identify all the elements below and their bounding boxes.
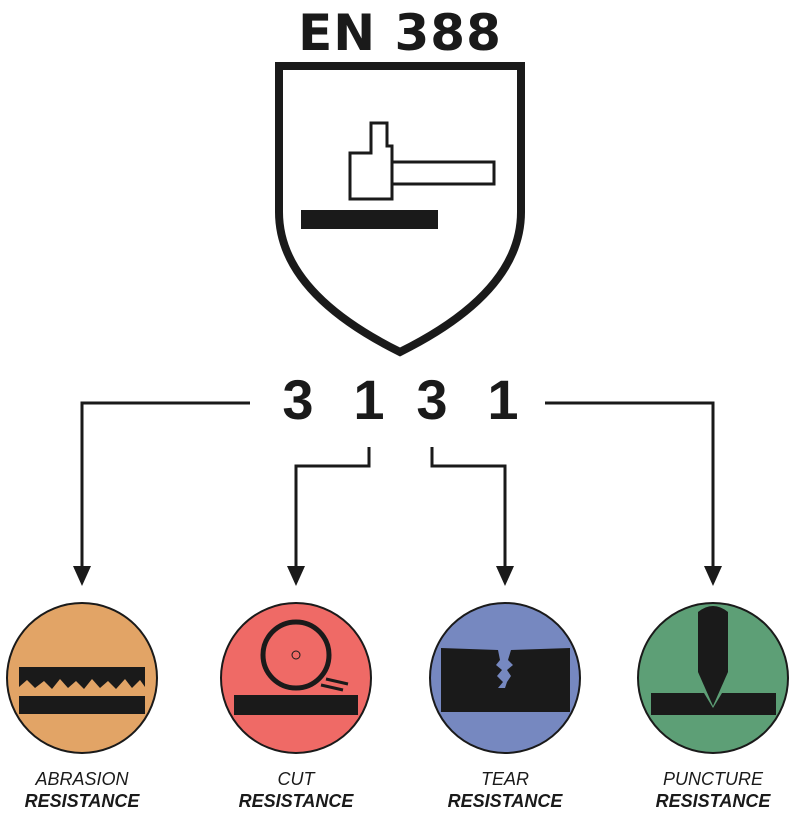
tear-icon (429, 602, 581, 754)
label-puncture-line1: PUNCTURE (662, 769, 763, 789)
label-cut-line2: RESISTANCE (238, 791, 354, 811)
rating-cut: 1 (353, 368, 385, 431)
arrow-cut-head (287, 566, 305, 586)
arrow-abrasion-head (73, 566, 91, 586)
label-abrasion-line2: RESISTANCE (24, 791, 140, 811)
abrasion-icon (6, 602, 158, 754)
label-tear: TEAR RESISTANCE (405, 768, 605, 812)
rating-puncture: 1 (487, 368, 519, 431)
rating-tear: 3 (416, 368, 448, 431)
anvil-bar (301, 210, 438, 229)
label-tear-line2: RESISTANCE (447, 791, 563, 811)
label-abrasion-line1: ABRASION (35, 769, 129, 789)
cut-circle (220, 602, 372, 754)
puncture-icon (637, 602, 789, 754)
arrow-puncture-head (704, 566, 722, 586)
arrow-tear-head (496, 566, 514, 586)
arrow-heads (73, 566, 722, 586)
standard-title: EN 388 (298, 4, 502, 62)
label-abrasion: ABRASION RESISTANCE (0, 768, 182, 812)
label-puncture-line2: RESISTANCE (655, 791, 771, 811)
cut-icon (220, 602, 372, 754)
hammer-icon (348, 121, 496, 201)
label-cut-line1: CUT (277, 769, 315, 789)
arrow-connectors (80, 401, 715, 568)
label-cut: CUT RESISTANCE (196, 768, 396, 812)
tear-circle (429, 602, 581, 754)
label-tear-line1: TEAR (480, 769, 529, 789)
label-puncture: PUNCTURE RESISTANCE (613, 768, 800, 812)
shield-icon (275, 62, 525, 357)
rating-abrasion: 3 (282, 368, 314, 431)
